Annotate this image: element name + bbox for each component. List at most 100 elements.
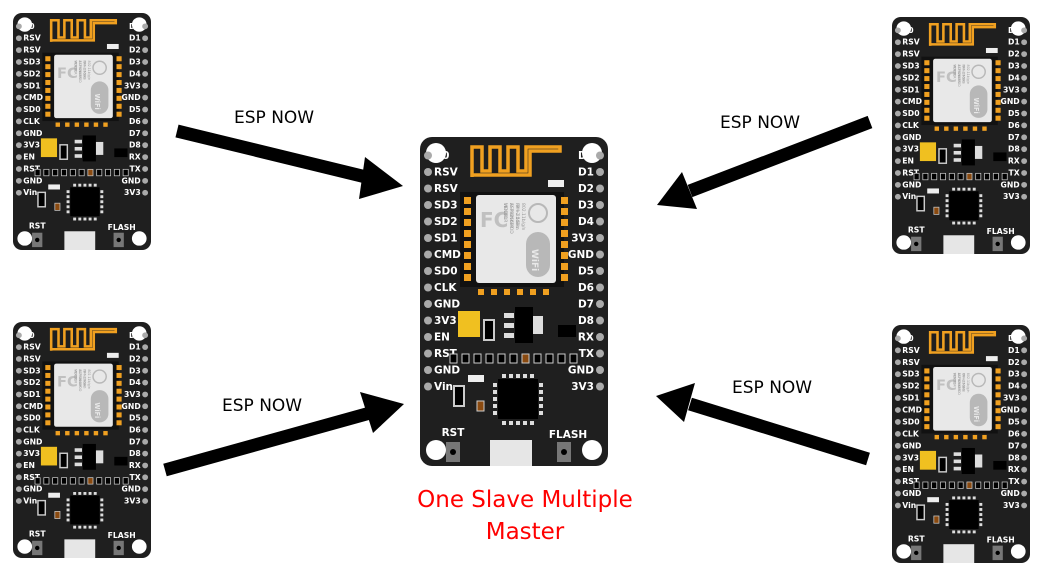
pin-header (1021, 395, 1028, 401)
pin-header (142, 391, 149, 398)
pin-header (894, 146, 901, 153)
pin-header (894, 170, 901, 176)
pin-header (142, 403, 149, 410)
module-pad (924, 416, 930, 422)
pin-header (894, 359, 901, 366)
regulator-pin (504, 333, 514, 338)
pin-label-left: RST (23, 473, 41, 482)
module-text: AI-THINKER (508, 203, 514, 228)
pin-header (142, 450, 149, 457)
module-text: ISM 2.4GHz (961, 373, 965, 392)
chip-pin (979, 518, 983, 522)
pin-label-right: RX (129, 461, 141, 470)
pin-header (894, 122, 901, 129)
pin-label-left: A0 (434, 150, 449, 162)
module-pad (561, 197, 568, 204)
flash-button-dot (116, 545, 121, 551)
smd-pad (113, 168, 120, 177)
chip-pin (100, 190, 104, 194)
pin-label-right: D2 (578, 183, 594, 195)
chip-pin (100, 210, 104, 214)
chip-pin (502, 421, 506, 425)
pin-label-left: SD1 (23, 390, 40, 399)
chip-pin (967, 221, 971, 225)
flash-button-label: FLASH (108, 531, 136, 540)
chip-pin (967, 496, 971, 500)
module-pad (924, 83, 930, 90)
module-pad (45, 372, 51, 378)
module-pad (963, 126, 968, 131)
resistor (59, 144, 69, 160)
diagram-title: One Slave Multiple Master (400, 484, 650, 548)
pin-label-left: SD1 (902, 394, 919, 403)
chip-pin (957, 187, 961, 191)
mounting-hole (1010, 544, 1026, 559)
pin-label-left: RSV (23, 343, 41, 352)
pin-label-right: D8 (129, 141, 141, 150)
pin-header (15, 82, 22, 89)
module-text: ISM 2.4GHz (82, 369, 86, 388)
smd-pad (1001, 481, 1008, 489)
module-pad (55, 122, 60, 127)
pin-header (15, 462, 22, 469)
module-pad (995, 76, 1001, 82)
module-pad (74, 122, 80, 127)
pin-header (894, 490, 901, 497)
pin-header (1021, 490, 1028, 497)
mounting-hole (17, 231, 33, 246)
pin-label-left: GND (23, 176, 42, 185)
module-text: ESP8266MOD (957, 373, 961, 396)
mounting-hole (1010, 235, 1026, 250)
pin-label-left: SD1 (23, 81, 40, 90)
pin-header (142, 462, 149, 469)
chip-pin (972, 221, 976, 225)
pin-label-right: D5 (129, 105, 141, 114)
pin-label-left: GND (902, 180, 921, 189)
smd-pad (975, 172, 982, 181)
resistor-small (476, 400, 485, 412)
rst-button-label: RST (442, 427, 466, 439)
regulator-pin (953, 459, 961, 464)
regulator-pin (953, 452, 961, 456)
pin-label-left: SD2 (434, 216, 458, 228)
flash-button-label: FLASH (549, 429, 587, 441)
smd-pad (61, 477, 67, 485)
pin-header (424, 184, 432, 193)
smd-pad (78, 168, 85, 177)
ai-logo-icon (92, 60, 107, 75)
chip-pin (66, 518, 70, 522)
pin-header (596, 366, 604, 374)
pin-label-right: GND (1001, 489, 1020, 498)
regulator-pin (953, 143, 961, 148)
pin-header (424, 382, 432, 391)
chip-pin (972, 187, 976, 191)
status-led (927, 497, 939, 503)
pin-label-left: CLK (434, 282, 457, 294)
pin-header (15, 166, 22, 172)
micro-usb-port (943, 544, 975, 563)
module-pad (995, 68, 1001, 74)
module-text: VENDOR (74, 369, 78, 384)
pin-label-left: GND (23, 437, 42, 446)
module-text: PA +25dBm (961, 65, 965, 84)
module-text: PA +25dBm (961, 373, 965, 392)
pin-label-right: D8 (1008, 145, 1020, 154)
pin-header (424, 349, 432, 358)
antenna-led (548, 180, 564, 187)
pin-header (1021, 419, 1028, 425)
pin-header (1021, 181, 1028, 188)
chip-pin (945, 199, 949, 203)
module-pad (561, 208, 568, 215)
smd-pad (69, 168, 76, 177)
regulator-pin (953, 158, 961, 162)
pin-label-right: 3V3 (124, 81, 141, 90)
chip-pin (952, 496, 956, 500)
module-pad (561, 252, 568, 259)
module-pad (995, 376, 1001, 382)
chip-pin (523, 421, 527, 425)
status-led (468, 375, 484, 382)
module-pad (924, 384, 930, 390)
pin-label-left: SD1 (902, 85, 919, 94)
chip-pin (73, 492, 77, 495)
